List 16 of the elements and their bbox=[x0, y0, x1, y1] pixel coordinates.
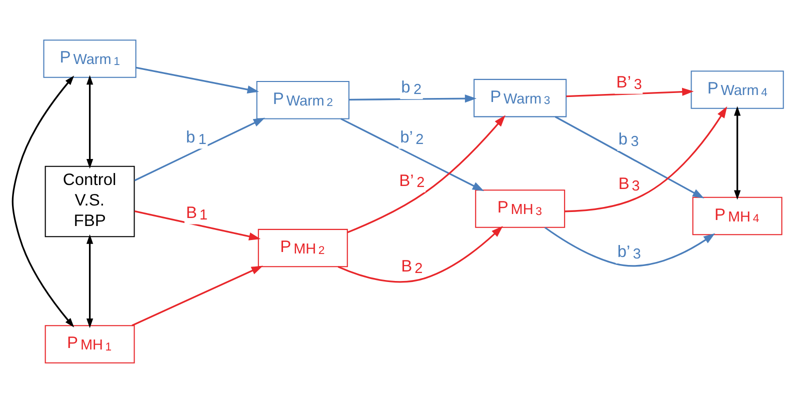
node-box: Control V.S. FBP bbox=[44, 165, 135, 237]
arrow bbox=[136, 66, 259, 93]
arrow bbox=[347, 114, 506, 233]
arrow bbox=[349, 94, 477, 102]
arrow bbox=[734, 106, 741, 200]
arrow bbox=[134, 210, 261, 240]
arrow bbox=[566, 87, 694, 97]
arrow bbox=[338, 225, 503, 282]
arrow bbox=[86, 74, 94, 168]
arrow bbox=[12, 75, 74, 327]
arrow bbox=[134, 117, 266, 181]
arrow bbox=[554, 116, 704, 198]
arrow bbox=[544, 226, 716, 266]
arrow bbox=[564, 106, 728, 212]
arrow bbox=[86, 234, 94, 328]
arrow bbox=[132, 265, 264, 326]
